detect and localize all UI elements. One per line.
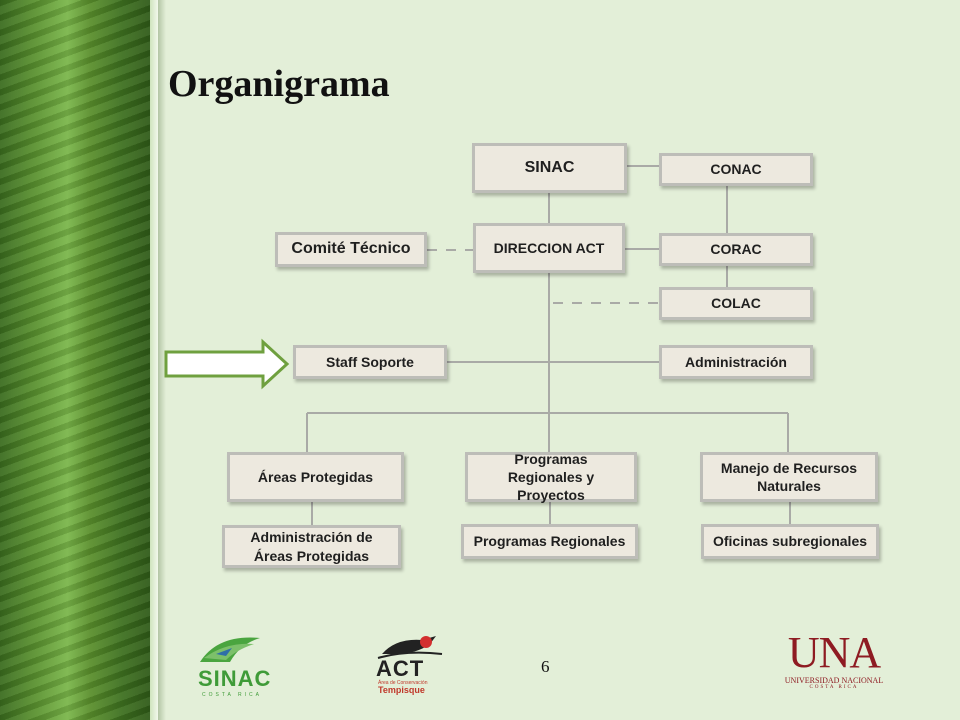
act-logo-sub1: Área de Conservación [378, 680, 428, 686]
act-bird-icon [377, 636, 443, 659]
act-logo: ACT Área de Conservación Tempisque [372, 632, 452, 695]
node-sinac: SINAC [472, 143, 627, 193]
act-logo-word: ACT [376, 656, 425, 681]
decorative-green-band [0, 0, 150, 720]
una-logo: UNA UNIVERSIDAD NACIONAL COSTA RICA [784, 630, 884, 694]
node-areas-protegidas: Áreas Protegidas [227, 452, 404, 502]
sinac-logo-word: SINAC [198, 666, 272, 691]
node-oficinas-subregionales: Oficinas subregionales [701, 524, 879, 559]
band-highlight [150, 0, 158, 720]
una-logo-sub1: UNIVERSIDAD NACIONAL [784, 676, 884, 685]
node-colac: COLAC [659, 287, 813, 320]
node-corac: CORAC [659, 233, 813, 266]
una-logo-word: UNA [787, 628, 881, 677]
band-shadow [158, 0, 166, 720]
una-logo-sub2: COSTA RICA [809, 685, 859, 690]
node-administracion: Administración [659, 345, 813, 379]
node-staff-soporte: Staff Soporte [293, 345, 447, 379]
slide-title: Organigrama [168, 63, 390, 105]
node-conac: CONAC [659, 153, 813, 186]
node-direccion-act: DIRECCION ACT [473, 223, 625, 273]
node-manejo-recursos-naturales: Manejo de Recursos Naturales [700, 452, 878, 502]
node-admin-areas-protegidas: Administración de Áreas Protegidas [222, 525, 401, 568]
sinac-bird-icon [200, 637, 260, 662]
node-comite-tecnico: Comité Técnico [275, 232, 427, 267]
pointer-arrow-icon [164, 338, 290, 390]
sinac-logo-sub: COSTA RICA [202, 692, 262, 698]
node-programas-regionales: Programas Regionales [461, 524, 638, 559]
node-programas-regionales-proyectos: Programas Regionales y Proyectos [465, 451, 637, 503]
sinac-logo: SINAC COSTA RICA [196, 632, 278, 698]
act-logo-sub2: Tempisque [378, 685, 425, 695]
page-number: 6 [541, 657, 550, 676]
